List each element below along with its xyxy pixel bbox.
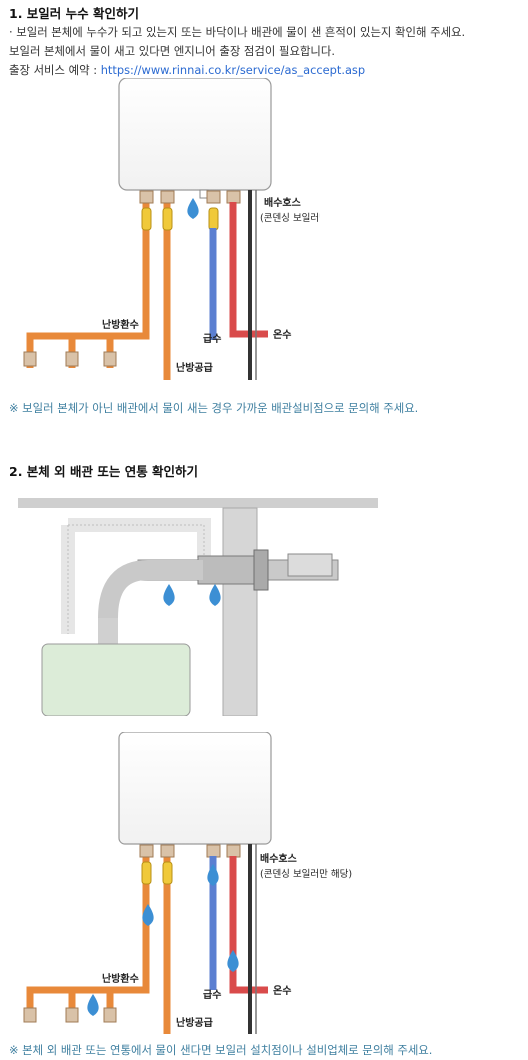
flue-pipe-diagram bbox=[18, 498, 378, 716]
section2-note: ※ 본체 외 배관 또는 연통에서 물이 샌다면 보일러 설치점이나 설비업체로… bbox=[9, 1043, 433, 1057]
service-label: 출장 서비스 예약 : bbox=[9, 63, 101, 77]
boiler-leak-diagram: 배수호스 (콘덴싱 보일러만 해당) 난방환수 난방공급 급수 온수 bbox=[23, 78, 320, 380]
label-heating-supply: 난방공급 bbox=[176, 361, 213, 374]
label-drain-hose: 배수호스 bbox=[264, 196, 301, 209]
water-drop-icon bbox=[209, 584, 221, 606]
label-heating-return: 난방환수 bbox=[102, 318, 139, 331]
section2-title: 2. 본체 외 배관 또는 연통 확인하기 bbox=[9, 464, 199, 479]
label-hot-water: 온수 bbox=[273, 329, 291, 341]
section1-desc-line1: · 보일러 본체에 누수가 되고 있는지 또는 바닥이나 배관에 물이 샌 흔적… bbox=[9, 25, 466, 39]
heating-return-pipe bbox=[26, 856, 150, 1022]
section1-desc-line2: 보일러 본체에서 물이 새고 있다면 엔지니어 출장 점검이 필요합니다. bbox=[9, 44, 336, 58]
label-cold-water: 급수 bbox=[203, 989, 221, 1001]
water-drop-icon bbox=[187, 198, 199, 219]
boiler-body bbox=[118, 78, 272, 191]
service-row: 출장 서비스 예약 : https://www.rinnai.co.kr/ser… bbox=[9, 62, 365, 78]
boiler-pipe-leak-diagram: 배수호스 (콘덴싱 보일러만 해당) 난방환수 난방공급 급수 온수 bbox=[23, 732, 352, 1034]
water-drop-icon bbox=[163, 584, 175, 606]
section1-title: 1. 보일러 누수 확인하기 bbox=[9, 6, 140, 21]
label-heating-supply: 난방공급 bbox=[176, 1016, 213, 1029]
water-drop-icon bbox=[87, 994, 99, 1016]
section1-note: ※ 보일러 본체가 아닌 배관에서 물이 새는 경우 가까운 배관설비점으로 문… bbox=[9, 401, 419, 415]
label-drain-hose-note: (콘덴싱 보일러만 해당) bbox=[260, 212, 320, 224]
water-drop-icon bbox=[227, 950, 239, 972]
label-drain-hose-note: (콘덴싱 보일러만 해당) bbox=[260, 868, 352, 880]
label-heating-return: 난방환수 bbox=[102, 972, 139, 985]
boiler-top bbox=[41, 643, 191, 716]
label-drain-hose: 배수호스 bbox=[260, 852, 297, 865]
wall bbox=[222, 507, 258, 716]
water-drop-icon bbox=[142, 904, 154, 926]
water-drop-icon bbox=[207, 864, 219, 886]
service-link[interactable]: https://www.rinnai.co.kr/service/as_acce… bbox=[100, 63, 366, 77]
boiler-body bbox=[118, 732, 272, 845]
heating-return-pipe bbox=[26, 202, 150, 368]
ceiling bbox=[18, 498, 378, 508]
label-hot-water: 온수 bbox=[273, 985, 291, 997]
label-cold-water: 급수 bbox=[203, 333, 221, 345]
